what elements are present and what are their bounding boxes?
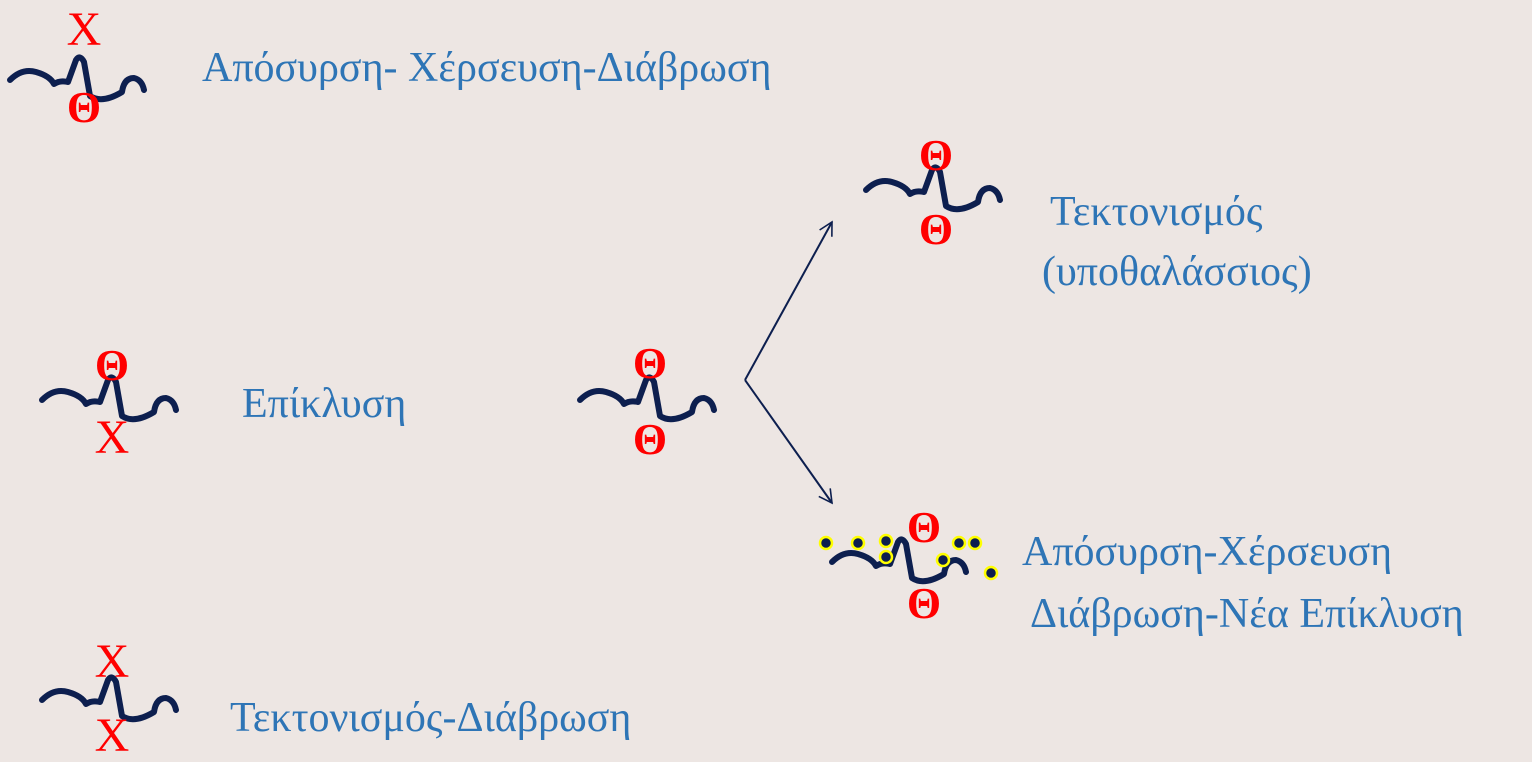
theta-symbol: Θ <box>906 579 942 628</box>
theta-symbol: Θ <box>632 339 668 388</box>
label-submarine-tectonics-line1: Τεκτονισμός <box>1050 189 1263 235</box>
theta-symbol: Θ <box>906 503 942 552</box>
label-regression-emergence-erosion: Απόσυρση- Χέρσευση-Διάβρωση <box>202 45 772 91</box>
theta-symbol: Θ <box>918 205 954 254</box>
label-transgression: Επίκλυση <box>242 381 407 427</box>
chi-symbol: X <box>94 635 130 688</box>
arrow-down <box>744 379 833 505</box>
theta-symbol: Θ <box>66 83 102 132</box>
chi-symbol: X <box>94 709 130 762</box>
arrow-up <box>744 220 833 381</box>
sediment-dots-icon <box>818 533 999 581</box>
chi-symbol: X <box>94 411 130 464</box>
label-erosion-new-transgression: Διάβρωση-Νέα Επίκλυση <box>1030 591 1464 637</box>
label-regression-emergence: Απόσυρση-Χέρσευση <box>1022 529 1393 575</box>
theta-symbol: Θ <box>94 341 130 390</box>
theta-symbol: Θ <box>918 131 954 180</box>
label-submarine-tectonics-line2: (υποθαλάσσιος) <box>1042 249 1312 295</box>
theta-symbol: Θ <box>632 415 668 464</box>
chi-symbol: X <box>66 3 102 56</box>
label-tectonics-erosion: Τεκτονισμός-Διάβρωση <box>230 695 632 741</box>
